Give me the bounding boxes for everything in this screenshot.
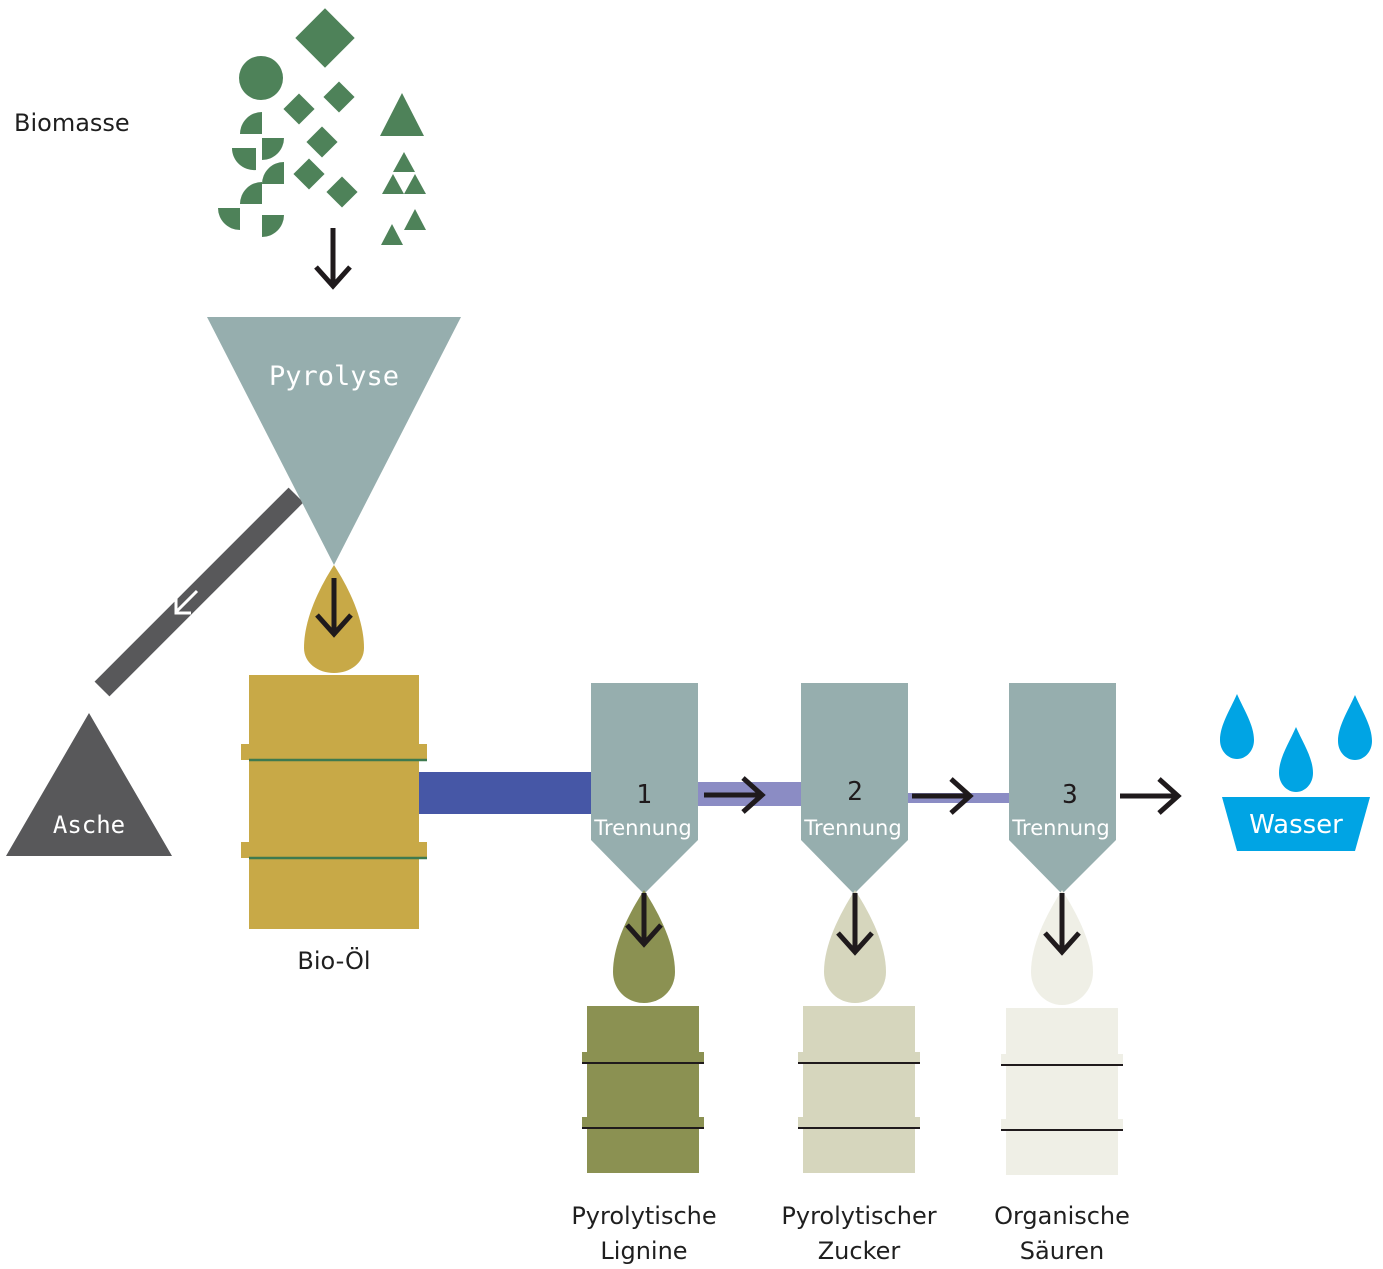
product-label-sugar: Pyrolytischer Zucker [764, 1199, 954, 1269]
product-label-line: Lignine [600, 1237, 688, 1265]
arrow-down-icon [315, 578, 353, 638]
biomass-diamond [283, 93, 315, 125]
biomass-triangle [404, 209, 426, 230]
stage1-trennung-label: Trennung [593, 816, 691, 840]
stage3-number: 3 [1062, 780, 1078, 810]
product-label-lignin: Pyrolytische Lignine [554, 1199, 734, 1269]
biomass-triangle [380, 93, 424, 136]
arrow-right-icon [704, 776, 766, 814]
pyrolysis-hopper [207, 317, 461, 565]
ash-chute [94, 487, 304, 697]
ash-pile [6, 713, 172, 856]
bio-oel-label: Bio-Öl [297, 947, 371, 975]
product-label-acids: Organische Säuren [972, 1199, 1152, 1269]
water-drop-icon [1338, 695, 1372, 760]
biomass-triangle [382, 174, 404, 194]
product-label-line: Pyrolytische [571, 1202, 717, 1230]
product-label-line: Säuren [1019, 1237, 1105, 1265]
pyrolyse-label: Pyrolyse [269, 361, 399, 392]
biomass-circle [239, 56, 283, 100]
biomass-diamond [306, 126, 338, 158]
product-label-line: Zucker [817, 1237, 901, 1265]
acid-barrel [1001, 1008, 1123, 1175]
biomasse-label: Biomasse [14, 109, 130, 137]
sugar-barrel [798, 1006, 920, 1173]
ash-flow-arrow-icon [174, 589, 199, 615]
arrow-down-icon [836, 893, 874, 956]
arrow-down-icon [314, 228, 352, 290]
product-label-line: Organische [994, 1202, 1130, 1230]
biomass-quarter-circle [218, 208, 240, 230]
product-label-line: Pyrolytischer [781, 1202, 937, 1230]
asche-label: Asche [53, 811, 125, 839]
biomass-quarter-circle [240, 182, 262, 204]
bio-oil-barrel [241, 675, 427, 929]
biomass-quarter-circle [262, 215, 284, 237]
biomass-half-circle [231, 148, 256, 171]
stage2-number: 2 [847, 777, 863, 807]
biomass-quarter-circle [240, 112, 262, 134]
separation-column-3 [1009, 683, 1116, 894]
water-drop-icon [1279, 727, 1313, 792]
stage3-trennung-label: Trennung [1011, 816, 1109, 840]
biomass-triangle [404, 174, 426, 194]
biomass-quarter-circle [262, 138, 284, 160]
arrow-down-icon [1043, 893, 1081, 956]
arrow-right-icon [1120, 777, 1182, 815]
biomass-diamond [295, 8, 355, 68]
water-basin [1222, 797, 1370, 851]
stage2-trennung-label: Trennung [803, 816, 901, 840]
wasser-label: Wasser [1249, 810, 1343, 840]
arrow-right-icon [912, 777, 974, 815]
biomass-diamond [326, 176, 358, 208]
biomass-triangle [393, 152, 415, 172]
biomass-quarter-circle [262, 162, 284, 184]
water-drop-icon [1220, 694, 1254, 759]
separation-column-1 [591, 683, 698, 894]
stage1-number: 1 [636, 780, 652, 810]
biomass-triangle [381, 224, 403, 245]
separation-column-2 [801, 683, 908, 894]
biomass-shapes [218, 8, 426, 245]
biomass-diamond [293, 158, 325, 190]
water-drops [1220, 694, 1372, 792]
lignin-barrel [582, 1006, 704, 1173]
pipe-main [419, 772, 593, 814]
biomass-diamond [323, 81, 355, 113]
arrow-down-icon [625, 893, 663, 948]
